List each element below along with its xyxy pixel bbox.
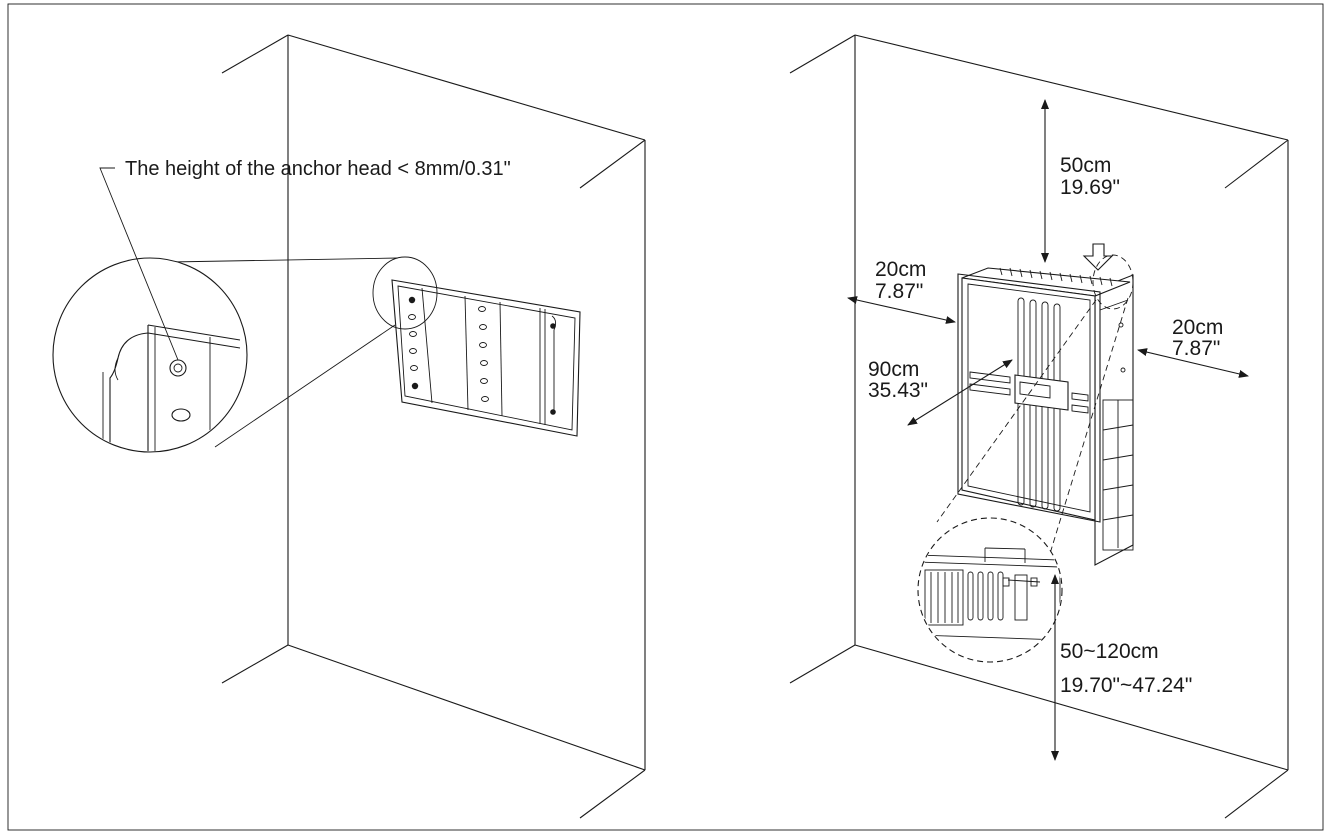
- left-clearance-arrow: [847, 296, 956, 324]
- top-clearance-in: 19.69": [1060, 176, 1120, 199]
- right-wall: [789, 34, 1289, 819]
- right-clearance-cm: 20cm: [1172, 316, 1223, 339]
- front-clearance-cm: 90cm: [868, 358, 919, 381]
- left-clearance-in: 7.87": [875, 280, 923, 303]
- inverter-unit: [957, 267, 1134, 566]
- mounting-bracket: [391, 279, 581, 437]
- left-wall: [221, 34, 646, 819]
- bottom-clearance-in: 19.70"~47.24": [1060, 674, 1192, 697]
- left-panel: The height of the anchor head < 8mm/0.31…: [52, 34, 646, 819]
- figure-border: [7, 3, 1324, 831]
- clearance-arrows: [847, 99, 1249, 761]
- right-panel: 50cm 19.69" 20cm 7.87" 20cm 7.87" 90cm 3…: [789, 34, 1289, 819]
- right-clearance-arrow: [1137, 348, 1249, 378]
- down-arrow-icon: [1082, 243, 1114, 271]
- left-clearance-cm: 20cm: [875, 258, 926, 281]
- front-clearance-in: 35.43": [868, 379, 928, 402]
- anchor-height-note: The height of the anchor head < 8mm/0.31…: [125, 158, 511, 180]
- anchor-callout-leader: [99, 167, 179, 361]
- right-clearance-in: 7.87": [1172, 337, 1220, 360]
- unit-detail-marker: [1092, 254, 1134, 310]
- bracket-detail-marker: [372, 256, 438, 330]
- clearance-labels: 50cm 19.69" 20cm 7.87" 20cm 7.87" 90cm 3…: [868, 154, 1223, 697]
- top-clearance-cm: 50cm: [1060, 154, 1111, 177]
- front-clearance-arrow: [907, 359, 1013, 426]
- anchor-zoom-detail: [52, 257, 248, 453]
- bottom-clearance-cm: 50~120cm: [1060, 640, 1159, 663]
- unit-zoom-detail: [917, 517, 1063, 663]
